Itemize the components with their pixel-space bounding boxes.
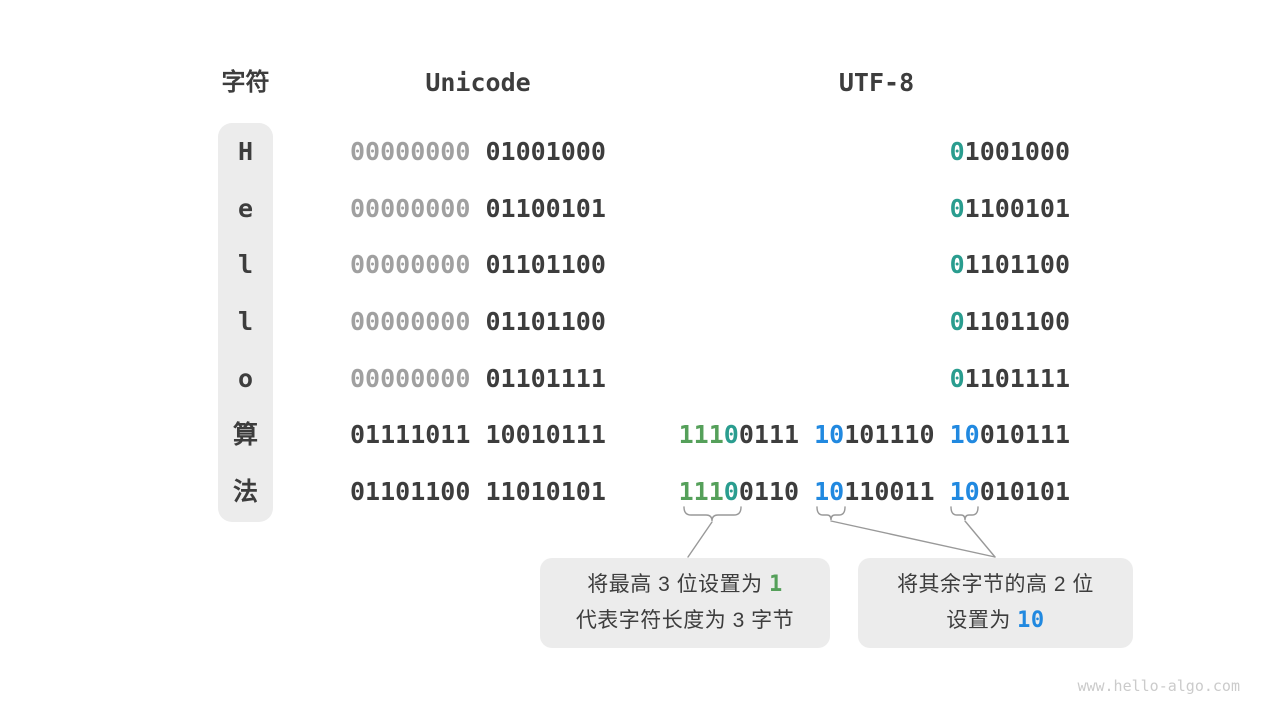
callout-continuation-prefix: 将其余字节的高 2 位设置为 10 <box>858 558 1133 648</box>
text-segment: 1101100 <box>964 250 1070 279</box>
unicode-value: 00000000 01101100 <box>350 247 606 283</box>
text-segment: 1100101 <box>964 194 1070 223</box>
column-header-char: 字符 <box>221 69 270 96</box>
text-segment: 1001000 <box>964 137 1070 166</box>
text-segment: 0110 <box>738 477 815 506</box>
text-segment: 00000000 <box>350 307 486 336</box>
text-segment: 01101100 <box>485 250 606 279</box>
text-segment: 0 <box>949 194 965 223</box>
text-segment: 111 <box>678 477 724 506</box>
callout-3bit-prefix: 将最高 3 位设置为 1 代表字符长度为 3 字节 <box>540 558 830 648</box>
text-segment: 01101100 <box>485 307 606 336</box>
callout-line: 代表字符长度为 3 字节 <box>540 603 830 639</box>
text-segment: 01111011 10010111 <box>350 420 606 449</box>
text-segment: 10 <box>814 420 845 449</box>
connector-line-1 <box>687 521 713 558</box>
utf8-value: 01001000 <box>950 134 1070 170</box>
unicode-value: 00000000 01101100 <box>350 304 606 340</box>
text-segment: 1101111 <box>964 364 1070 393</box>
unicode-value: 00000000 01001000 <box>350 134 606 170</box>
char-cell: 法 <box>232 477 258 506</box>
utf8-value: 01101100 <box>950 247 1070 283</box>
text-segment: 01101100 11010101 <box>350 477 606 506</box>
text-segment: 1101100 <box>964 307 1070 336</box>
callout-line: 将其余字节的高 2 位 <box>858 567 1133 603</box>
text-segment: 0 <box>949 137 965 166</box>
text-segment: 00000000 <box>350 250 486 279</box>
char-cell: H <box>237 137 254 166</box>
char-cell: 算 <box>232 420 258 449</box>
text-segment: 代表字符长度为 3 字节 <box>575 609 795 632</box>
utf8-value: 01101111 <box>950 361 1070 397</box>
text-segment: 10 <box>949 420 980 449</box>
char-cell: l <box>237 307 254 336</box>
text-segment: 设置为 <box>946 609 1018 632</box>
text-segment: 01001000 <box>485 137 606 166</box>
text-segment: 0111 <box>738 420 815 449</box>
connector-line-3 <box>964 520 996 558</box>
unicode-value: 00000000 01100101 <box>350 191 606 227</box>
unicode-value: 00000000 01101111 <box>350 361 606 397</box>
utf8-value: 01101100 <box>950 304 1070 340</box>
text-segment: 00000000 <box>350 137 486 166</box>
text-segment: 将最高 3 位设置为 <box>587 573 769 596</box>
char-cell: l <box>237 250 254 279</box>
callout-line: 设置为 10 <box>858 603 1133 639</box>
column-header-unicode: Unicode <box>425 68 531 97</box>
text-segment: 010111 <box>979 420 1070 449</box>
char-cell: o <box>237 364 254 393</box>
utf8-value: 11100110 10110011 10010101 <box>679 474 1070 510</box>
text-segment: 00000000 <box>350 194 486 223</box>
text-segment: 10 <box>814 477 845 506</box>
char-cell: e <box>237 194 254 223</box>
callout-line: 将最高 3 位设置为 1 <box>540 567 830 603</box>
column-header-utf8: UTF-8 <box>838 68 915 97</box>
text-segment: 0 <box>723 477 739 506</box>
site-watermark: www.hello-algo.com <box>1077 677 1240 695</box>
text-segment: 110011 <box>844 477 950 506</box>
text-segment: 10 <box>1017 608 1045 633</box>
utf8-value: 11100111 10101110 10010111 <box>679 417 1070 453</box>
connector-line-2 <box>830 520 996 558</box>
unicode-value: 01111011 10010111 <box>350 417 606 453</box>
unicode-value: 01101100 11010101 <box>350 474 606 510</box>
text-segment: 将其余字节的高 2 位 <box>897 573 1094 596</box>
text-segment: 0 <box>723 420 739 449</box>
text-segment: 10 <box>949 477 980 506</box>
char-column-background <box>218 123 273 522</box>
text-segment: 111 <box>678 420 724 449</box>
text-segment: 1 <box>768 572 783 597</box>
text-segment: 0 <box>949 364 965 393</box>
utf8-value: 01100101 <box>950 191 1070 227</box>
text-segment: 0 <box>949 307 965 336</box>
text-segment: 00000000 <box>350 364 486 393</box>
text-segment: 0 <box>949 250 965 279</box>
text-segment: 101110 <box>844 420 950 449</box>
text-segment: 010101 <box>979 477 1070 506</box>
text-segment: 01100101 <box>485 194 606 223</box>
text-segment: 01101111 <box>485 364 606 393</box>
